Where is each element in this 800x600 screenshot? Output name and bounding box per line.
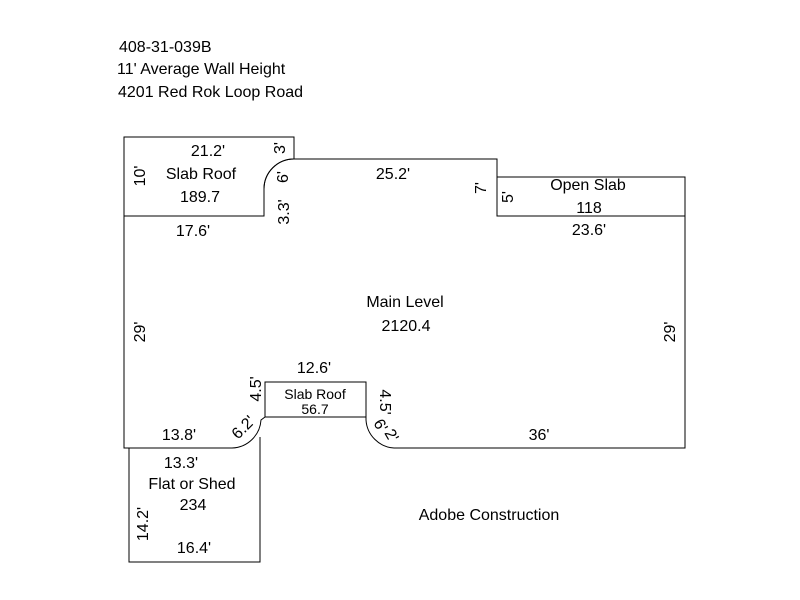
dim-6-2: 6.2' <box>229 413 259 443</box>
dim-10: 10' <box>132 166 149 187</box>
slab-roof-mid-label: Slab Roof <box>284 386 346 402</box>
company-name: Adobe Construction <box>419 507 560 524</box>
parcel-number: 408-31-039B <box>119 39 212 56</box>
flat-or-shed-outline <box>128 437 261 563</box>
main-level-label: Main Level <box>366 294 443 311</box>
slab-roof-top-label: Slab Roof <box>166 166 237 183</box>
dim-4-5-right: 4.5' <box>376 389 393 414</box>
open-slab-area: 118 <box>576 200 602 217</box>
dim-13-8: 13.8' <box>162 427 196 444</box>
dim-13-3: 13.3' <box>164 455 198 472</box>
wall-height-note: 11' Average Wall Height <box>117 61 286 78</box>
dim-25-2: 25.2' <box>376 166 410 183</box>
open-slab-label: Open Slab <box>550 177 626 194</box>
dim-6-top: 6' <box>275 171 292 183</box>
slab-roof-top-area: 189.7 <box>180 189 220 206</box>
dim-29-left: 29' <box>132 322 149 343</box>
dim-4-5-left: 4.5' <box>248 376 265 401</box>
slab-roof-mid-area: 56.7 <box>301 401 328 417</box>
dim-7: 7' <box>473 182 490 194</box>
dim-3-3: 3.3' <box>276 199 293 224</box>
flat-or-shed-label: Flat or Shed <box>148 476 235 493</box>
dim-3-top: 3' <box>272 142 289 154</box>
dim-14-2: 14.2' <box>135 507 152 541</box>
dim-17-6: 17.6' <box>176 223 210 240</box>
flat-or-shed-area: 234 <box>180 497 207 514</box>
property-address: 4201 Red Rok Loop Road <box>118 84 303 101</box>
dim-23-6: 23.6' <box>572 222 606 239</box>
dim-36: 36' <box>529 427 550 444</box>
open-slab-outline <box>496 176 686 216</box>
dim-5: 5' <box>500 191 517 203</box>
dim-29-right: 29' <box>662 322 679 343</box>
dim-16-4: 16.4' <box>177 540 211 557</box>
main-level-outline <box>123 158 686 449</box>
main-level-area: 2120.4 <box>382 318 431 335</box>
dim-21-2: 21.2' <box>191 143 225 160</box>
dim-12-6: 12.6' <box>297 360 331 377</box>
